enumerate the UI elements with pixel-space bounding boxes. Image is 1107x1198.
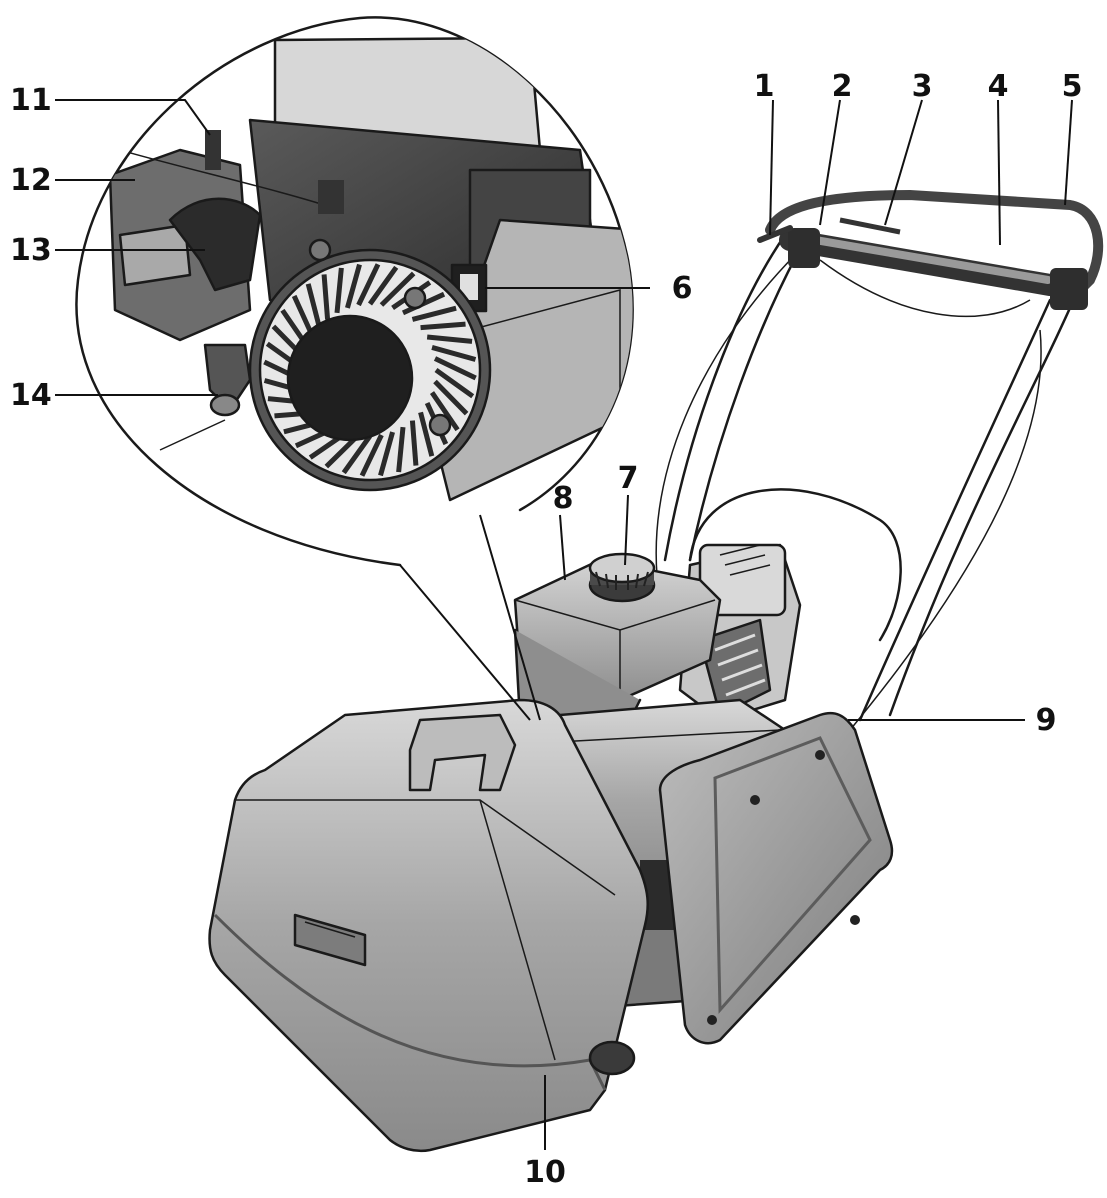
starter-fin (420, 321, 466, 331)
starter-fin (411, 305, 457, 322)
mower-body (208, 189, 1104, 1153)
callout-2: 2 (832, 69, 853, 104)
handle-frame (655, 233, 1082, 731)
callout-14: 14 (10, 378, 52, 413)
callout-11: 11 (10, 83, 52, 118)
starter-fin (367, 265, 399, 306)
starter-fin (356, 263, 381, 307)
rear-roller (588, 1040, 636, 1076)
callout-12: 12 (10, 163, 52, 198)
callout-13: 13 (10, 233, 52, 268)
starter-fin (429, 391, 460, 432)
callout-6: 6 (672, 271, 693, 306)
starter-fin (305, 283, 322, 329)
starter-fin (345, 263, 362, 309)
engine-detail-inset (75, 16, 634, 721)
handlebar-grip (757, 189, 1104, 310)
starter-fin (409, 420, 419, 466)
callout-8: 8 (553, 481, 574, 516)
starter-fin (433, 379, 469, 416)
starter-fin (426, 334, 473, 344)
starter-fin (341, 434, 373, 475)
starter-fin (431, 345, 477, 362)
starter-fin (321, 274, 331, 320)
starter-fin (433, 356, 477, 381)
starter-fin (359, 433, 384, 477)
callout-10: 10 (524, 1155, 566, 1190)
leader-lines (55, 99, 1073, 1150)
starter-fin (434, 367, 475, 399)
side-plate (658, 711, 894, 1045)
callout-3: 3 (912, 69, 933, 104)
starter-fin (334, 267, 344, 314)
starter-fin (396, 426, 406, 473)
grass-box (208, 698, 649, 1153)
callout-7: 7 (618, 461, 639, 496)
callout-labels: 1 2 3 4 5 6 7 8 9 10 11 12 13 14 (10, 69, 1082, 1190)
callout-9: 9 (1036, 703, 1057, 738)
callout-1: 1 (754, 69, 775, 104)
starter-fin (378, 431, 395, 477)
callout-5: 5 (1062, 69, 1083, 104)
fuel-cap (588, 552, 656, 603)
starter-fin (418, 411, 435, 457)
starter-fin (379, 271, 416, 307)
callout-4: 4 (988, 69, 1009, 104)
